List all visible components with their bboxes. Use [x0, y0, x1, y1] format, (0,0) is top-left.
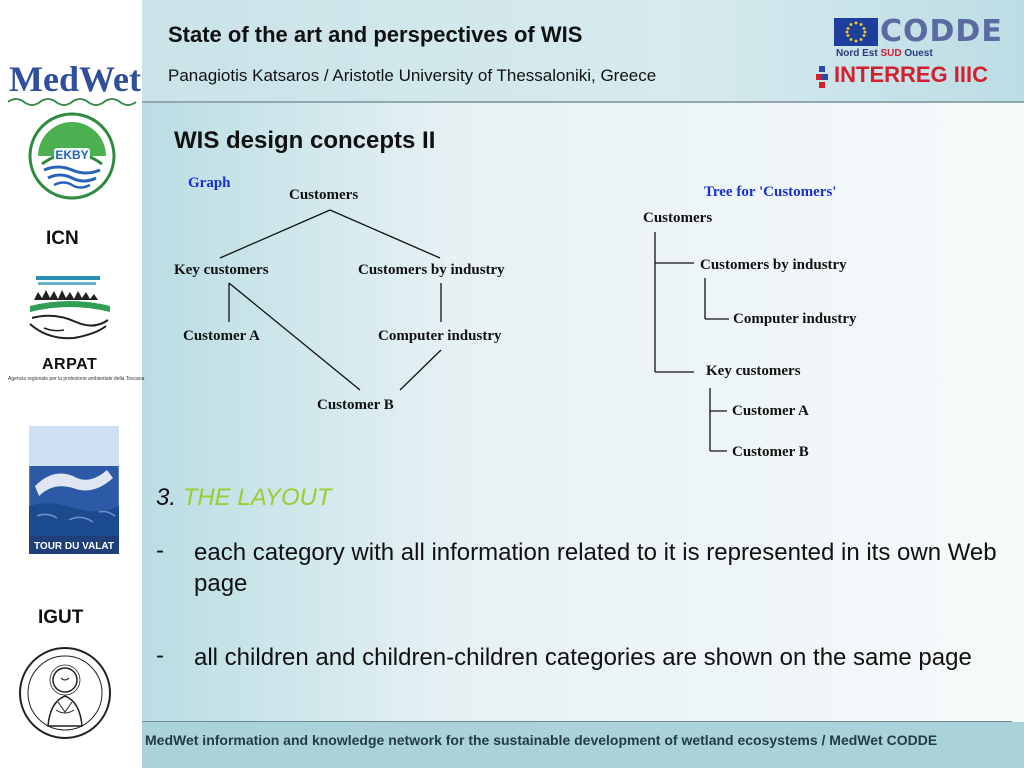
codde-subtitle: Nord Est SUD Ouest [836, 48, 933, 59]
svg-text:EKBY: EKBY [55, 148, 88, 162]
layout-heading: 3. THE LAYOUT [156, 484, 332, 511]
codde-logo: CODDE Nord Est SUD Ouest [834, 14, 1009, 62]
tree-node-root: Customers [643, 210, 713, 226]
graph-node-customer-a: Customer A [183, 328, 260, 344]
graph-label: Graph [188, 175, 231, 191]
footer-text: MedWet information and knowledge network… [145, 732, 938, 748]
header-band [142, 0, 1024, 102]
tree-node-customers-by-industry: Customers by industry [700, 257, 847, 273]
tree-node-computer-industry: Computer industry [733, 311, 857, 327]
graph-node-customers: Customers [289, 187, 359, 203]
arpat-wordmark: ARPAT [42, 356, 98, 373]
tour-du-valat-logo: TOUR DU VALAT [28, 425, 120, 555]
interreg-mark-icon [816, 66, 828, 88]
tree-label: Tree for 'Customers' [704, 184, 837, 200]
wave-icon [8, 98, 137, 106]
footer-divider [142, 721, 1012, 722]
slide-title: State of the art and perspectives of WIS [168, 22, 583, 47]
footer-band [142, 722, 1024, 768]
tree-node-customer-b: Customer B [732, 444, 809, 460]
codde-wordmark: CODDE [880, 14, 1003, 49]
arpat-subtitle: Agenzia regionale per la protezione ambi… [8, 376, 145, 382]
interreg-logo: INTERREG IIIC [816, 60, 1016, 90]
tree-node-customer-a: Customer A [732, 403, 809, 419]
svg-text:TOUR DU VALAT: TOUR DU VALAT [34, 541, 114, 552]
tree-node-key-customers: Key customers [706, 363, 801, 379]
graph-node-computer-industry: Computer industry [378, 328, 502, 344]
eu-flag-icon [834, 18, 878, 46]
icn-logo [24, 272, 116, 344]
university-seal-logo [18, 646, 112, 740]
graph-node-customers-by-industry: Customers by industry [358, 262, 505, 278]
graph-node-customer-b: Customer B [317, 397, 394, 413]
header-divider [142, 101, 1024, 103]
slide-subtitle: Panagiotis Katsaros / Aristotle Universi… [168, 66, 657, 85]
igut-label: IGUT [38, 607, 84, 628]
medwet-logo: MedWet [6, 58, 142, 108]
ekby-logo: EKBY [28, 112, 116, 200]
icn-label: ICN [46, 228, 79, 249]
graph-node-key-customers: Key customers [174, 262, 269, 278]
section-title: WIS design concepts II [174, 127, 436, 154]
interreg-wordmark: INTERREG IIIC [834, 62, 989, 87]
